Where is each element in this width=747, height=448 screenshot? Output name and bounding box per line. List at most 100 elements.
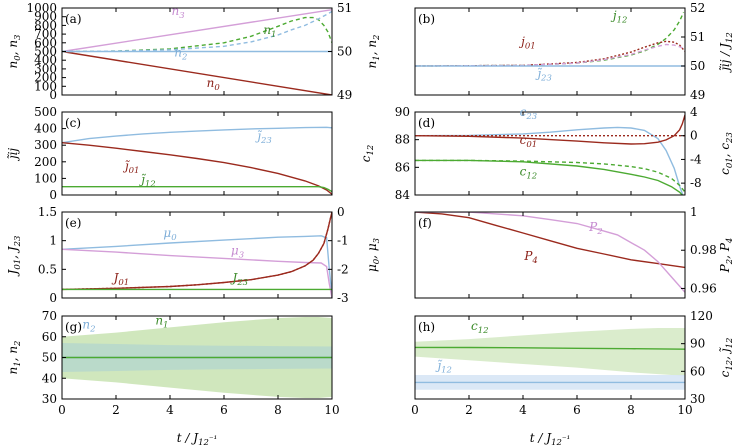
ytick-d-90: 90 [395, 105, 410, 119]
annotation-c-2: j̃12​ [139, 172, 156, 189]
ytick-right-f-0.96: 0.96 [690, 281, 717, 295]
ytick-right-h-30: 30 [690, 392, 705, 406]
annotation-c-0: j̃23​ [255, 129, 272, 146]
ytick-d-84: 84 [395, 188, 411, 202]
xtick-h-2: 2 [465, 403, 473, 417]
series-f-P4 [415, 212, 685, 269]
ylabel-g: n1​, n2​ [6, 341, 23, 375]
annotation-b-1: j01​ [518, 35, 536, 52]
frame-e [61, 211, 333, 299]
ylabel-right-d: c01​, c23​ [718, 132, 735, 175]
ylabel-a: n0​, n3​ [6, 35, 23, 69]
ytick-c-400: 400 [34, 122, 57, 136]
ytick-c-100: 100 [34, 171, 57, 185]
series-b-j12 [415, 12, 685, 67]
ytick-c-500: 500 [34, 105, 57, 119]
series-e-μ0 [62, 235, 332, 296]
frame-f [414, 211, 686, 299]
annotation-e-0: μ0​ [163, 226, 177, 243]
series-h-c12 [415, 346, 685, 350]
ylabel-e: J01​, J23​ [6, 236, 23, 278]
annotation-a-0: n3​ [172, 4, 185, 21]
series-c-j̃12 [62, 186, 332, 193]
ytick-right-d--8: -8 [690, 176, 702, 190]
ytick-right-d--4: -4 [690, 152, 702, 166]
ytick-right-d-4: 4 [690, 105, 698, 119]
annotation-d-1: c01​ [520, 133, 538, 150]
annotation-b-2: j̃23​ [535, 67, 552, 84]
panel-label-h: (h) [418, 320, 435, 334]
ytick-e-1.5: 1.5 [38, 205, 57, 219]
panel-label-d: (d) [418, 116, 435, 130]
ytick-right-b-49: 49 [690, 88, 705, 102]
ytick-c-0: 0 [49, 188, 57, 202]
ytick-right-h-60: 60 [690, 364, 705, 378]
panel-label-a: (a) [65, 12, 82, 26]
ytick-a-500: 500 [34, 45, 57, 59]
ytick-a-1000: 1000 [26, 1, 57, 15]
xtick-g-8: 8 [274, 403, 282, 417]
ytick-e-0.5: 0.5 [38, 262, 57, 276]
annotation-a-1: n1​ [263, 23, 276, 40]
ytick-a-700: 700 [34, 27, 57, 41]
panel-a: 01002003004005006007008009001000495051n0… [6, 1, 382, 102]
ytick-right-e-0: 0 [337, 205, 345, 219]
annotation-g-0: n2​ [82, 317, 95, 334]
ytick-a-0: 0 [49, 88, 57, 102]
series-a-n1 [62, 16, 332, 53]
xtick-g-10: 10 [324, 403, 339, 417]
ytick-e-0: 0 [49, 291, 57, 305]
annotation-d-2: c12​ [520, 165, 538, 182]
annotation-a-2: n2​ [174, 46, 187, 63]
xtick-g-4: 4 [166, 403, 174, 417]
ytick-d-86: 86 [395, 160, 410, 174]
ytick-c-200: 200 [34, 155, 57, 169]
panel-label-f: (f) [418, 216, 432, 230]
panel-label-c: (c) [65, 116, 81, 130]
ytick-right-h-120: 120 [690, 309, 713, 323]
ylabel-right-h: c12​, j̃12​ [718, 338, 735, 378]
ytick-right-a-51: 51 [337, 1, 352, 15]
ytick-a-800: 800 [34, 18, 57, 32]
ytick-a-400: 400 [34, 53, 57, 67]
panel-label-g: (g) [65, 320, 82, 334]
series-d-c12 [415, 159, 684, 195]
panel-label-b: (b) [418, 12, 435, 26]
ytick-g-40: 40 [42, 371, 57, 385]
annotation-e-3: J23​ [229, 271, 248, 288]
ytick-d-88: 88 [395, 133, 410, 147]
series-b-line2 [415, 43, 685, 67]
series-a-n0 [62, 50, 332, 95]
ytick-g-30: 30 [42, 392, 57, 406]
band-h-0 [415, 328, 685, 376]
xtick-h-4: 4 [519, 403, 527, 417]
frame-c [61, 111, 333, 196]
ytick-right-b-52: 52 [690, 1, 705, 15]
ytick-right-f-0.98: 0.98 [690, 243, 717, 257]
annotation-f-1: P2​ [588, 220, 603, 237]
ylabel-d: c12​ [359, 145, 376, 163]
xtick-h-6: 6 [573, 403, 581, 417]
series-c-j̃23 [62, 126, 332, 144]
ylabel-right-e: μ0​, μ3​ [365, 238, 382, 272]
series-c-j̃01 [62, 142, 332, 195]
ytick-a-200: 200 [34, 71, 57, 85]
frame-d [414, 111, 686, 196]
ytick-a-900: 900 [34, 10, 57, 24]
panel-label-e: (e) [65, 216, 81, 230]
xlabel-g: t / J12​⁻¹ [177, 431, 218, 448]
xtick-h-0: 0 [411, 403, 419, 417]
xtick-g-0: 0 [58, 403, 66, 417]
ytick-g-50: 50 [42, 351, 57, 365]
ytick-right-d-0: 0 [690, 129, 698, 143]
ytick-right-b-51: 51 [690, 30, 705, 44]
ytick-a-100: 100 [34, 79, 57, 93]
ytick-right-e--3: -3 [337, 291, 349, 305]
